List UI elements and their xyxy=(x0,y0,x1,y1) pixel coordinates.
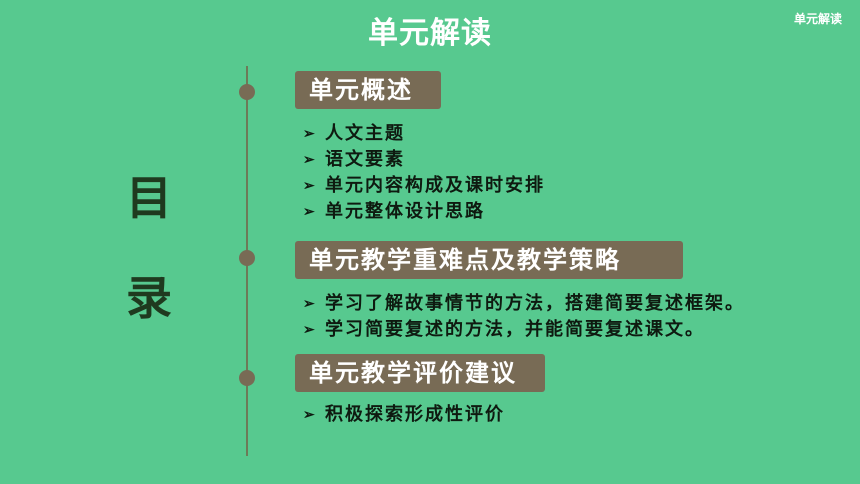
arrow-bullet-icon: ➢ xyxy=(303,296,317,312)
section-heading-key-points[interactable]: 单元教学重难点及教学策略 xyxy=(295,241,683,279)
list-item: ➢ 单元内容构成及课时安排 xyxy=(303,173,545,199)
list-item: ➢ 单元整体设计思路 xyxy=(303,199,545,225)
timeline-dot xyxy=(239,250,255,266)
list-item: ➢ 人文主题 xyxy=(303,121,545,147)
page-title: 单元解读 xyxy=(368,16,492,51)
timeline-dot xyxy=(239,84,255,100)
section-2-list: ➢ 学习了解故事情节的方法，搭建简要复述框架。 ➢ 学习简要复述的方法，并能简要复述… xyxy=(303,291,783,343)
list-item: ➢ 积极探索形成性评价 xyxy=(303,402,505,428)
toc-char-lu: 录 xyxy=(126,271,172,325)
section-heading-overview[interactable]: 单元概述 xyxy=(295,71,441,109)
list-item-text: 学习简要复述的方法，并能简要复述课文。 xyxy=(325,319,705,340)
arrow-bullet-icon: ➢ xyxy=(303,126,317,142)
toc-char-mu: 目 xyxy=(126,171,172,225)
corner-tag: 单元解读 xyxy=(793,12,842,26)
list-item: ➢ 语文要素 xyxy=(303,147,545,173)
list-item-text: 语文要素 xyxy=(325,149,405,170)
arrow-bullet-icon: ➢ xyxy=(303,407,317,423)
list-item: ➢ 学习简要复述的方法，并能简要复述课文。 xyxy=(303,317,783,343)
list-item-text: 人文主题 xyxy=(325,123,405,144)
section-3-list: ➢ 积极探索形成性评价 xyxy=(303,402,505,428)
list-item-text: 积极探索形成性评价 xyxy=(325,404,505,425)
arrow-bullet-icon: ➢ xyxy=(303,322,317,338)
list-item: ➢ 学习了解故事情节的方法，搭建简要复述框架。 xyxy=(303,291,783,317)
section-heading-evaluation[interactable]: 单元教学评价建议 xyxy=(295,354,545,392)
timeline-dot xyxy=(239,370,255,386)
list-item-text: 单元整体设计思路 xyxy=(325,201,485,222)
list-item-text: 学习了解故事情节的方法，搭建简要复述框架。 xyxy=(325,293,745,314)
section-1-list: ➢ 人文主题 ➢ 语文要素 ➢ 单元内容构成及课时安排 ➢ 单元整体设计思路 xyxy=(303,121,545,225)
arrow-bullet-icon: ➢ xyxy=(303,178,317,194)
arrow-bullet-icon: ➢ xyxy=(303,204,317,220)
list-item-text: 单元内容构成及课时安排 xyxy=(325,175,545,196)
arrow-bullet-icon: ➢ xyxy=(303,152,317,168)
